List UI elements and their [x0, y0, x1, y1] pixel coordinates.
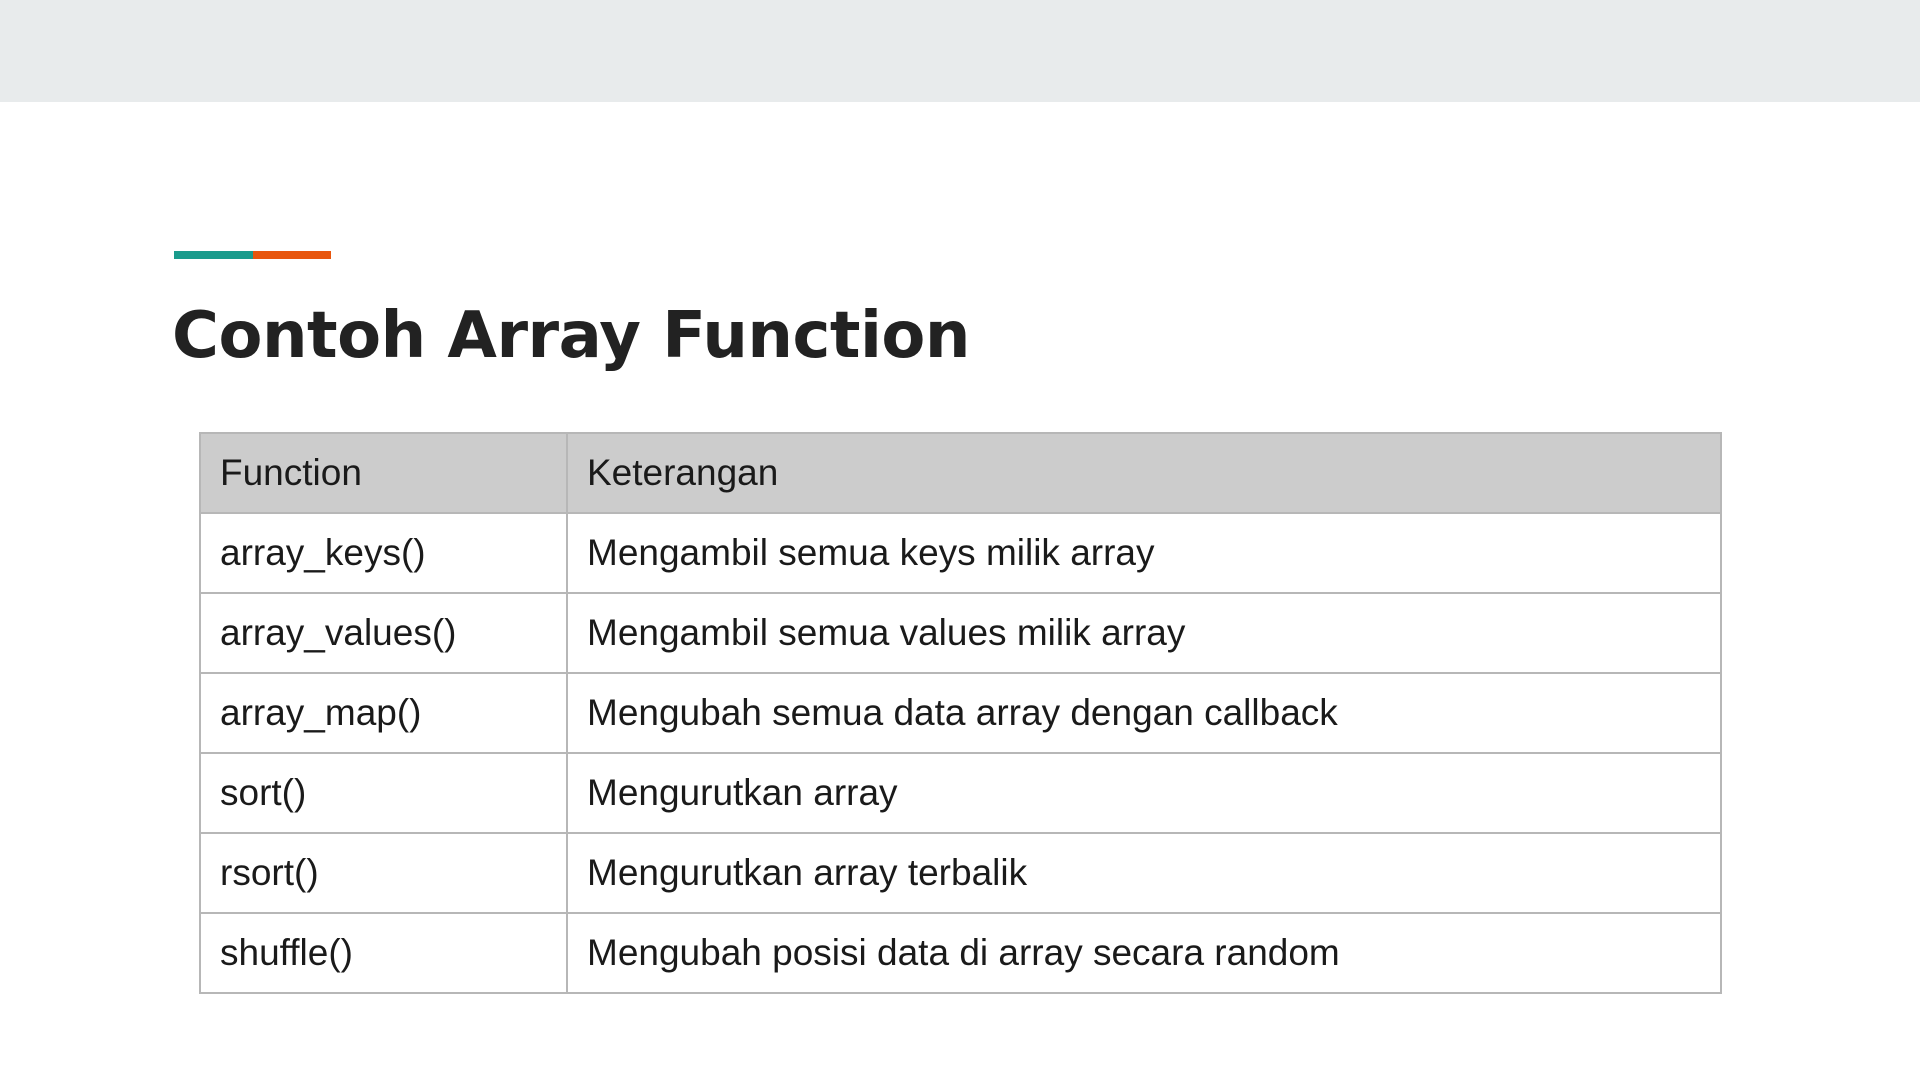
function-cell: array_keys() — [199, 512, 568, 594]
table-row: array_keys() Mengambil semua keys milik … — [199, 512, 1722, 594]
slide-title: Contoh Array Function — [172, 299, 970, 373]
header-keterangan: Keterangan — [566, 432, 1722, 514]
table-header-row: Function Keterangan — [199, 432, 1722, 514]
table-row: array_values() Mengambil semua values mi… — [199, 592, 1722, 674]
description-cell: Mengurutkan array terbalik — [566, 832, 1722, 914]
table-row: sort() Mengurutkan array — [199, 752, 1722, 834]
description-cell: Mengambil semua values milik array — [566, 592, 1722, 674]
table-row: shuffle() Mengubah posisi data di array … — [199, 912, 1722, 994]
table-row: rsort() Mengurutkan array terbalik — [199, 832, 1722, 914]
function-cell: shuffle() — [199, 912, 568, 994]
table-row: array_map() Mengubah semua data array de… — [199, 672, 1722, 754]
description-cell: Mengurutkan array — [566, 752, 1722, 834]
description-cell: Mengambil semua keys milik array — [566, 512, 1722, 594]
accent-segment-teal — [174, 251, 253, 259]
title-accent-line — [174, 251, 331, 259]
function-cell: sort() — [199, 752, 568, 834]
function-cell: array_values() — [199, 592, 568, 674]
header-function: Function — [199, 432, 568, 514]
function-cell: rsort() — [199, 832, 568, 914]
description-cell: Mengubah posisi data di array secara ran… — [566, 912, 1722, 994]
array-function-table: Function Keterangan array_keys() Mengamb… — [199, 432, 1722, 994]
top-header-band — [0, 0, 1920, 102]
accent-segment-orange — [252, 251, 331, 259]
description-cell: Mengubah semua data array dengan callbac… — [566, 672, 1722, 754]
function-cell: array_map() — [199, 672, 568, 754]
